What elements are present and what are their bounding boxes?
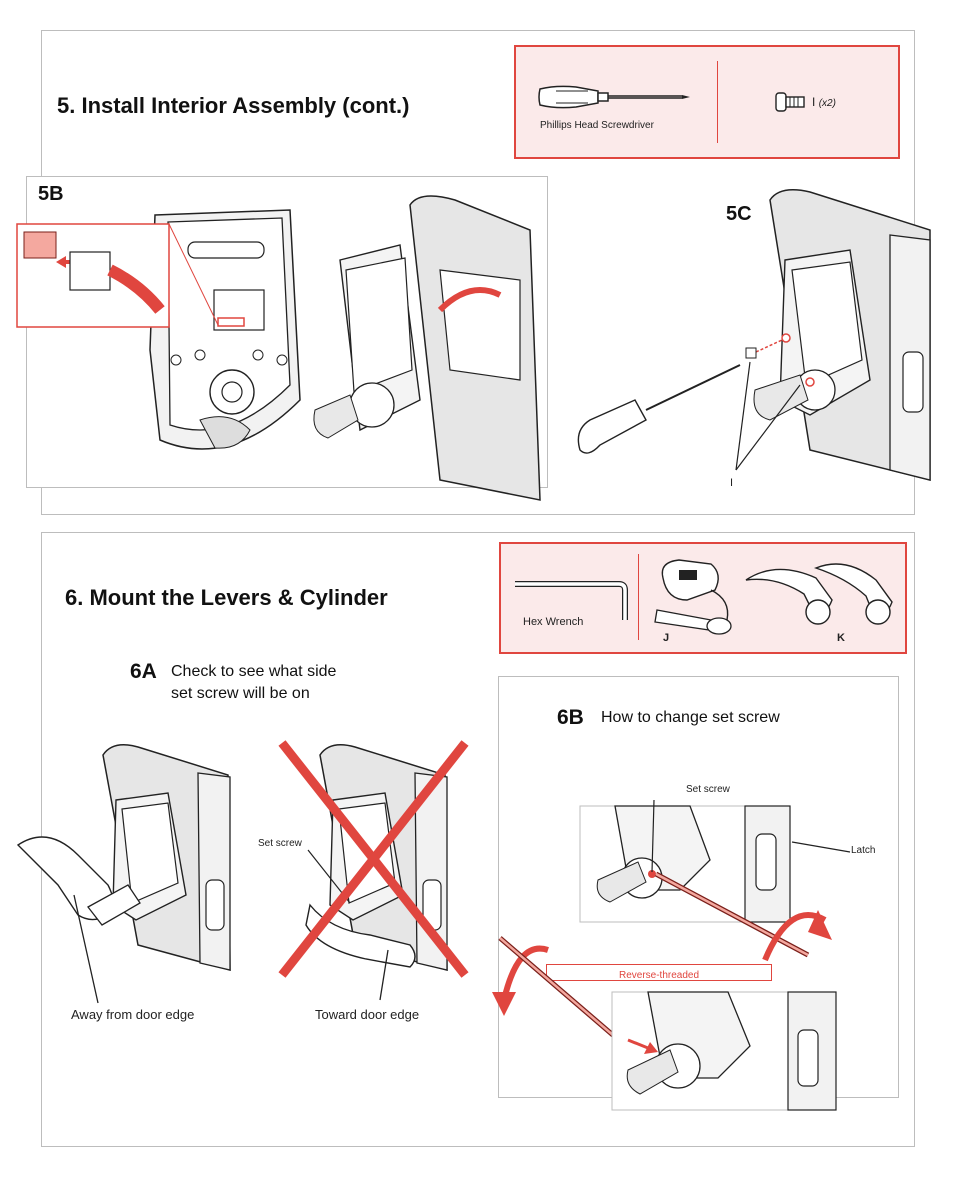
lever-toward-illustration	[278, 740, 469, 1001]
latch-label: Latch	[851, 845, 876, 856]
tools-box-5: Phillips Head Screwdriver I (x2)	[514, 45, 900, 159]
tools-divider-6	[638, 554, 639, 640]
screw-install-illustration	[577, 189, 931, 481]
section-5-title: 5. Install Interior Assembly (cont.)	[57, 93, 410, 118]
step-6b-text: How to change set screw	[601, 709, 780, 726]
part-i-letter: I	[812, 95, 816, 109]
step-6a-line1: Check to see what side	[171, 663, 337, 680]
label-i: I	[730, 477, 734, 489]
screwdriver-icon	[538, 85, 690, 109]
set-screw-top-illustration	[579, 799, 851, 962]
toward-label: Toward door edge	[315, 1007, 420, 1022]
hex-wrench-label: Hex Wrench	[523, 616, 584, 628]
lever-k-icon	[745, 563, 893, 625]
step-6a-num: 6A	[130, 660, 157, 683]
screwdriver-label: Phillips Head Screwdriver	[540, 120, 654, 131]
set-screw-bottom-illustration	[492, 936, 837, 1111]
step-5b-label: 5B	[38, 183, 64, 205]
section-6-title: 6. Mount the Levers & Cylinder	[65, 585, 388, 610]
screw-i-icon	[775, 92, 805, 112]
step-5c-label: 5C	[726, 203, 752, 225]
lever-away-illustration	[16, 744, 231, 1004]
step-6a-line2: set screw will be on	[171, 685, 310, 702]
reverse-threaded-label: Reverse-threaded	[618, 970, 700, 981]
cylinder-key-icon	[654, 559, 732, 635]
interior-assembly-illustration	[16, 195, 541, 501]
set-screw-right-label: Set screw	[686, 784, 730, 795]
step-6b-num: 6B	[557, 706, 584, 729]
part-i-label: I (x2)	[812, 95, 836, 109]
part-i-qty: (x2)	[818, 98, 836, 109]
set-screw-left-label: Set screw	[258, 838, 302, 849]
tools-divider	[717, 61, 718, 143]
away-label: Away from door edge	[71, 1007, 195, 1022]
tools-box-6: Hex Wrench J K	[499, 542, 907, 654]
hex-wrench-icon	[515, 581, 628, 620]
reverse-threaded-box: Reverse-threaded	[546, 964, 772, 981]
part-k-label: K	[837, 632, 845, 644]
part-j-label: J	[663, 632, 670, 644]
